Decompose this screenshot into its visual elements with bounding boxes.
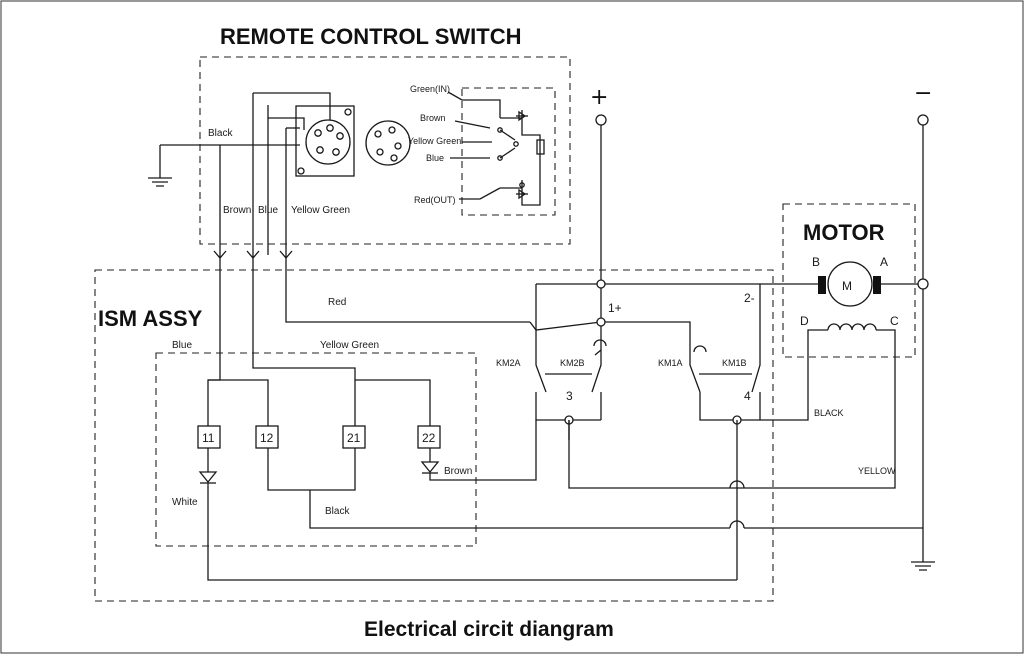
motor-box	[782, 203, 916, 358]
motor-armature-label: M	[842, 279, 852, 293]
motor-terminal-a-label: A	[880, 255, 888, 269]
relay-module-box	[155, 352, 477, 547]
pin-yellow-green-label: Yellow Green	[408, 136, 461, 146]
yellow-crossover	[729, 480, 745, 489]
ism-red-wire	[285, 255, 530, 323]
km1-contactor	[689, 345, 761, 421]
km2a-label: KM2A	[496, 358, 521, 368]
ism-black-label: Black	[325, 506, 350, 517]
remote-ground-symbol	[148, 145, 172, 187]
ism-yellow-green-wire	[252, 255, 356, 426]
ism-yg-branch	[355, 379, 431, 426]
diagram-caption: Electrical circit diangram	[364, 618, 614, 641]
motor-field-coil	[807, 323, 896, 340]
bus-node-top	[596, 279, 606, 289]
motor-terminal-b-label: B	[812, 255, 820, 269]
terminal-1-plus-label: 1+	[608, 301, 622, 315]
positive-terminal-sign: +	[590, 85, 608, 110]
relay-22-label: 22	[422, 431, 436, 445]
terminal-3-label: 3	[566, 389, 573, 403]
motor-black-wire	[760, 340, 809, 421]
ism-assy-title: ISM ASSY	[98, 306, 203, 331]
ism-black-crossover	[729, 520, 745, 529]
ism-black-wire	[309, 490, 730, 529]
motor-black-label: BLACK	[814, 408, 844, 418]
remote-brown-label: Brown	[223, 205, 251, 216]
negative-supply-terminal	[917, 114, 929, 126]
relay-11-label: 11	[202, 431, 215, 445]
ism-blue-branch	[208, 379, 269, 426]
switch-contacts-box	[461, 87, 556, 216]
relay-21	[342, 425, 366, 449]
pin-brown-label: Brown	[420, 113, 446, 123]
positive-supply-terminal	[595, 114, 607, 126]
relay-22	[417, 425, 441, 449]
ism-brown-label: Brown	[444, 466, 472, 477]
km1a-label: KM1A	[658, 358, 683, 368]
relay-12	[255, 425, 279, 449]
remote-black-label: Black	[208, 128, 233, 139]
remote-switch-box	[199, 56, 571, 245]
remote-brown-wire	[253, 92, 331, 120]
motor-title: MOTOR	[803, 220, 885, 245]
motor-yellow-label: YELLOW	[858, 466, 896, 476]
remote-plug-connector	[295, 105, 355, 177]
remote-yellow-green-label: Yellow Green	[291, 205, 350, 216]
terminal-4-label: 4	[744, 389, 751, 403]
socket-pin-leads	[447, 91, 501, 200]
pin-blue-label: Blue	[426, 153, 444, 163]
pin-red-out-label: Red(OUT)	[414, 195, 456, 205]
km1b-label: KM1B	[722, 358, 747, 368]
white-wire-diode	[198, 448, 737, 581]
ism-red-label: Red	[328, 297, 346, 308]
km2-contactor	[535, 330, 607, 421]
remote-blue-label: Blue	[258, 205, 278, 216]
chassis-ground-symbol	[911, 561, 935, 571]
remote-blue-wire	[267, 105, 305, 130]
remote-control-switch-title: REMOTE CONTROL SWITCH	[220, 24, 521, 49]
remote-switch-contacts	[497, 110, 545, 206]
motor-terminal-d-label: D	[800, 314, 809, 328]
motor-armature-symbol	[783, 261, 918, 307]
remote-socket-connector	[365, 120, 411, 166]
motor-terminal-c-label: C	[890, 314, 899, 328]
relay-21-label: 21	[347, 431, 361, 445]
terminal-2-minus-label: 2-	[744, 291, 755, 305]
relay-11	[197, 425, 221, 449]
relay-12-21-link	[267, 448, 356, 491]
brown-wire-diode	[420, 420, 537, 481]
ism-white-label: White	[172, 497, 198, 508]
ism-assy-box	[94, 269, 774, 602]
ism-yellow-green-label: Yellow Green	[320, 340, 379, 351]
motor-a-to-negative-node	[917, 278, 929, 290]
pin-green-in-label: Green(IN)	[410, 84, 450, 94]
negative-terminal-sign: −	[914, 81, 932, 106]
ism-blue-wire	[207, 255, 221, 426]
relay-12-label: 12	[260, 431, 274, 445]
motor-yellow-wire	[568, 340, 896, 489]
bus-node-1-plus	[596, 317, 606, 327]
km2b-label: KM2B	[560, 358, 585, 368]
bus-1-plus	[529, 321, 691, 350]
ism-blue-label: Blue	[172, 340, 192, 351]
